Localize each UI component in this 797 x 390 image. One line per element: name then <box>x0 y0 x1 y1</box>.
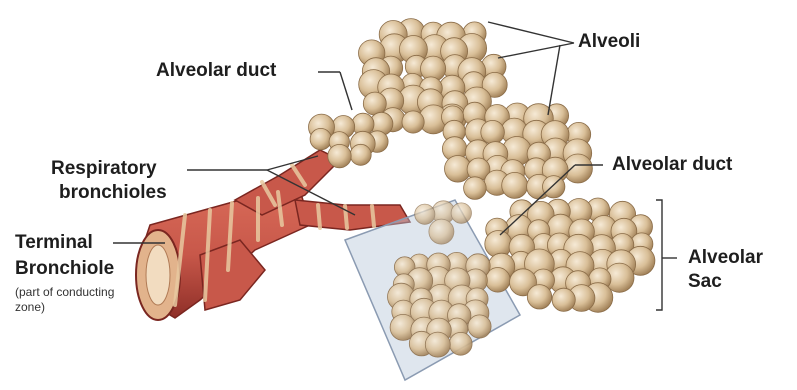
label-alveolar-sac-2: Sac <box>688 271 722 293</box>
label-alveolar-duct-right: Alveolar duct <box>612 154 732 176</box>
leader-alveoli-2 <box>498 43 574 58</box>
label-terminal-note-2: zone) <box>15 300 45 314</box>
alveolar-cluster-sac <box>485 198 655 312</box>
alveolus <box>328 144 351 167</box>
alveolus <box>449 332 472 355</box>
alveolus <box>451 203 471 223</box>
label-terminal-bronchiole-1: Terminal <box>15 232 93 254</box>
alveolus <box>310 128 331 149</box>
leader-alveoli-1 <box>488 22 574 43</box>
alveolus <box>481 120 505 144</box>
alveolus <box>464 177 487 200</box>
alveolus <box>429 219 454 244</box>
label-alveolar-sac-1: Alveolar <box>688 247 763 269</box>
alveolar-cluster-right <box>442 102 593 199</box>
alveolar-sac-bracket <box>656 200 662 310</box>
alveolar-clusters <box>309 19 655 358</box>
alveolus <box>543 176 565 198</box>
alveolus <box>468 315 491 338</box>
label-terminal-bronchiole-2: Bronchiole <box>15 258 114 280</box>
alveolus <box>425 332 450 357</box>
label-respiratory-bronchioles-1: Respiratory <box>51 158 157 180</box>
alveolus <box>350 144 371 165</box>
leader-alveolar-duct-top-b <box>340 72 352 110</box>
label-alveoli: Alveoli <box>578 31 640 53</box>
alveolus <box>415 204 435 224</box>
alveolus <box>552 288 575 311</box>
alveolus <box>363 92 386 115</box>
alveolus <box>502 172 528 198</box>
alveolus <box>527 285 551 309</box>
label-alveolar-duct-top: Alveolar duct <box>156 60 276 82</box>
label-terminal-note-1: (part of conducting <box>15 285 114 299</box>
alveolus <box>402 111 424 133</box>
bronchiole-lumen <box>146 245 170 305</box>
label-respiratory-bronchioles-2: bronchioles <box>59 182 167 204</box>
